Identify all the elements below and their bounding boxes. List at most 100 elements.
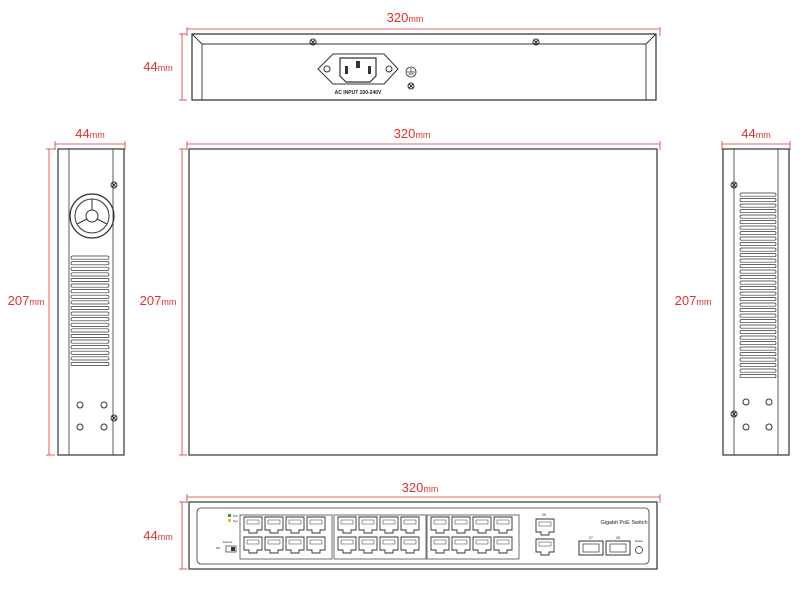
rj45-port[interactable] [379, 516, 399, 534]
vent-slot [739, 242, 777, 247]
rj45-port[interactable] [285, 536, 305, 554]
vent-slot [739, 225, 777, 230]
front-view: 320mm 44mm Pwr Sys Extend Off 25 27 28 [143, 480, 661, 570]
sfp-slot[interactable]: 28 [605, 536, 631, 556]
rj45-port[interactable] [379, 536, 399, 554]
rj45-port[interactable] [535, 538, 555, 556]
rj45-port[interactable] [451, 536, 471, 554]
rear-width-label: 320mm [387, 10, 424, 25]
rj45-port[interactable] [430, 536, 450, 554]
rj45-port[interactable] [358, 516, 378, 534]
right-height-label: 207mm [675, 293, 712, 308]
port-group-frame [426, 514, 520, 560]
fan-icon [69, 193, 115, 239]
vent-slot [70, 294, 110, 299]
vent-slot [739, 269, 777, 274]
rear-view: 320mm 44mm AC INPUT 100-240V [143, 10, 661, 101]
product-label: Gigabit PoE Switch [600, 520, 647, 526]
vent-slot [70, 255, 110, 260]
screw-icon [110, 414, 118, 422]
vent-slot [70, 289, 110, 294]
rj45-port[interactable] [472, 536, 492, 554]
vent-slot [739, 286, 777, 291]
screw-icon [730, 181, 738, 189]
rj45-port[interactable] [306, 516, 326, 534]
vent-slot [739, 297, 777, 302]
port-group-frame [333, 514, 427, 560]
top-view: 320mm 207mm [140, 126, 661, 456]
front-width-label: 320mm [402, 480, 439, 495]
svg-text:28: 28 [616, 536, 620, 540]
vent-slot [739, 313, 777, 318]
vent-slot [70, 266, 110, 271]
vent-slot [739, 291, 777, 296]
vent-slot [739, 214, 777, 219]
rj45-port[interactable] [306, 536, 326, 554]
rj45-port[interactable] [535, 518, 555, 536]
right-width-label: 44mm [741, 126, 770, 141]
vent-slot [739, 324, 777, 329]
vent-slot [70, 345, 110, 350]
vent-slot [739, 192, 777, 197]
vent-slot [739, 357, 777, 362]
led-label-pwr: Pwr [233, 514, 238, 518]
vent-slot [739, 198, 777, 203]
front-height-label: 44mm [143, 528, 172, 543]
vent-slot [70, 350, 110, 355]
vent-slots [70, 255, 110, 366]
rj45-port[interactable] [493, 516, 513, 534]
vent-slot [70, 322, 110, 327]
vent-slot [739, 319, 777, 324]
vent-slot [739, 275, 777, 280]
rj45-port[interactable] [243, 536, 263, 554]
vent-slot [70, 306, 110, 310]
rj45-port[interactable] [243, 516, 263, 534]
rj45-port[interactable] [493, 536, 513, 554]
vent-slot [739, 209, 777, 214]
rj45-port[interactable] [264, 536, 284, 554]
vent-slot [739, 231, 777, 236]
reset-button[interactable] [635, 546, 643, 554]
rj45-port[interactable] [430, 516, 450, 534]
uplink-port-pair: 25 [542, 513, 546, 517]
port-group-frame [239, 514, 333, 560]
right-side-view: 44mm 207mm [675, 126, 791, 456]
sfp-slot[interactable]: 27 [578, 536, 604, 556]
rj45-port[interactable] [285, 516, 305, 534]
switch-label-off: Off [216, 546, 220, 550]
vent-slot [70, 311, 110, 316]
vent-slot [739, 280, 777, 285]
vent-slot [70, 283, 110, 288]
vent-slot [70, 278, 110, 282]
vent-slot [739, 374, 777, 379]
vent-slot [70, 317, 110, 322]
vent-slot [739, 203, 777, 208]
screw-icon [730, 410, 738, 418]
vent-slot [739, 302, 777, 307]
vent-slot [70, 356, 110, 361]
rj45-port[interactable] [337, 516, 357, 534]
vent-slots [739, 192, 777, 379]
vent-slot [739, 363, 777, 368]
rear-height-label: 44mm [143, 59, 172, 74]
rj45-port[interactable] [337, 536, 357, 554]
svg-text:27: 27 [589, 536, 593, 540]
screw-icon [309, 38, 317, 46]
rj45-port[interactable] [400, 516, 420, 534]
top-width-label: 320mm [394, 126, 431, 141]
vent-slot [739, 253, 777, 258]
vent-slot [739, 335, 777, 340]
rj45-port[interactable] [451, 516, 471, 534]
power-inlet-icon [317, 53, 399, 85]
rj45-port[interactable] [358, 536, 378, 554]
vent-slot [70, 362, 110, 366]
rj45-port[interactable] [472, 516, 492, 534]
top-height-label: 207mm [140, 293, 177, 308]
vent-slot [739, 258, 777, 263]
rj45-port[interactable] [264, 516, 284, 534]
uplink-port-label: 25 [542, 513, 546, 517]
left-height-label: 207mm [8, 293, 45, 308]
rj45-port[interactable] [400, 536, 420, 554]
left-side-view: 44mm 207mm [8, 126, 126, 456]
